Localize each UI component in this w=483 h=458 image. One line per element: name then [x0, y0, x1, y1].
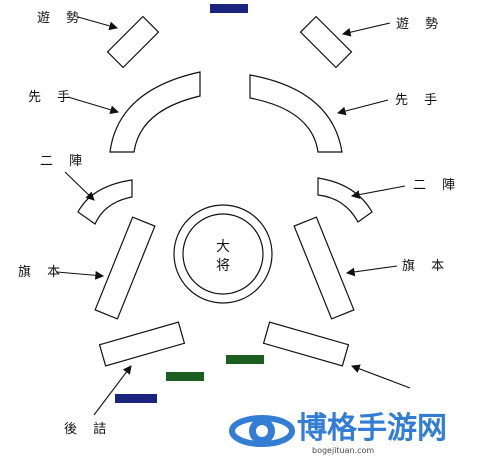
right-sente-unit — [249, 74, 343, 153]
label-rear: 後 詰 — [64, 421, 112, 437]
label-right-yusei: 遊 勢 — [396, 17, 444, 32]
label-right-hatamoto: 旗 本 — [402, 258, 450, 274]
label-left-sente: 先 手 — [28, 90, 76, 105]
arrow-right-sente — [336, 99, 389, 116]
rear-marker-green-2 — [166, 372, 204, 381]
top-marker — [210, 4, 248, 13]
watermark-logo-icon — [229, 415, 295, 447]
label-left-nijin: 二 陣 — [40, 154, 88, 169]
arrow-left-nijin — [64, 171, 95, 201]
left-gozume-unit — [98, 321, 186, 367]
arrow-right-gozume — [350, 364, 411, 389]
watermark: 博格手游网 bogejituan.com — [229, 411, 447, 455]
label-right-sente: 先 手 — [395, 93, 443, 108]
taisho-label-1: 大 — [216, 239, 230, 255]
left-sente-unit — [109, 71, 201, 153]
right-nijin-unit — [317, 177, 373, 223]
arrow-right-nijin — [350, 185, 406, 199]
taisho-inner-ring — [182, 213, 264, 295]
right-hatamoto-unit — [293, 216, 355, 320]
rear-marker-green-1 — [226, 355, 264, 364]
arrow-right-hatamoto — [345, 265, 398, 277]
label-left-yusei: 遊 勢 — [37, 11, 85, 26]
label-right-nijin: 二 陣 — [413, 178, 461, 193]
label-left-hatamoto: 旗 本 — [18, 264, 66, 280]
watermark-url: bogejituan.com — [312, 446, 374, 455]
watermark-title: 博格手游网 — [297, 411, 447, 446]
arrow-left-sente — [67, 96, 120, 115]
left-nijin-unit — [77, 179, 133, 225]
arrow-left-yusei — [77, 16, 119, 31]
left-hatamoto-unit — [94, 216, 156, 320]
right-gozume-unit — [262, 321, 350, 367]
arrow-rear — [93, 365, 132, 416]
right-yusei-unit — [299, 15, 353, 69]
rear-marker-blue — [115, 394, 157, 403]
arrow-right-yusei — [341, 22, 391, 37]
arrow-left-hatamoto — [56, 270, 105, 280]
left-yusei-unit — [106, 15, 160, 69]
taisho-label-2: 将 — [216, 258, 230, 274]
